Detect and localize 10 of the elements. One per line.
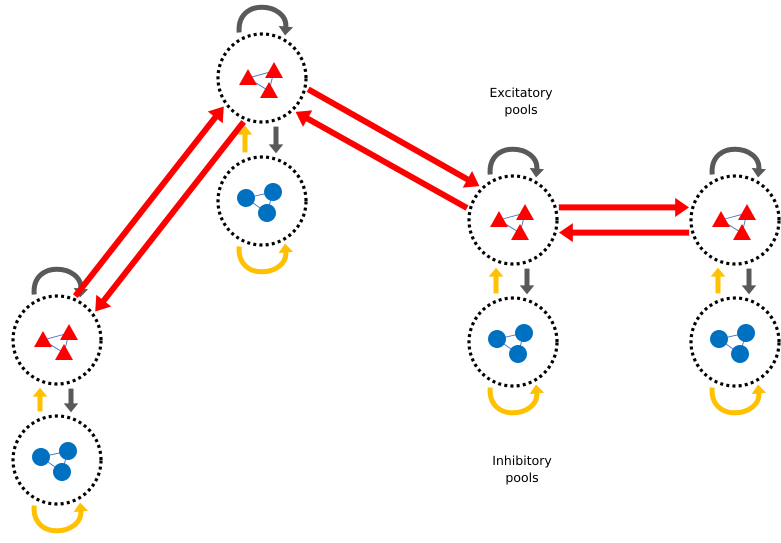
pool-circle xyxy=(216,155,308,247)
pool-circle xyxy=(689,296,781,388)
pool-circle xyxy=(216,32,308,124)
pool-circle xyxy=(467,174,559,266)
pool-circle xyxy=(11,414,103,506)
pool-label: Excitatory pools xyxy=(490,87,552,117)
pool-label: Inhibitory pools xyxy=(493,455,552,485)
pool-circle xyxy=(689,174,781,266)
pool-circle xyxy=(11,294,103,386)
pool-circle xyxy=(467,296,559,388)
